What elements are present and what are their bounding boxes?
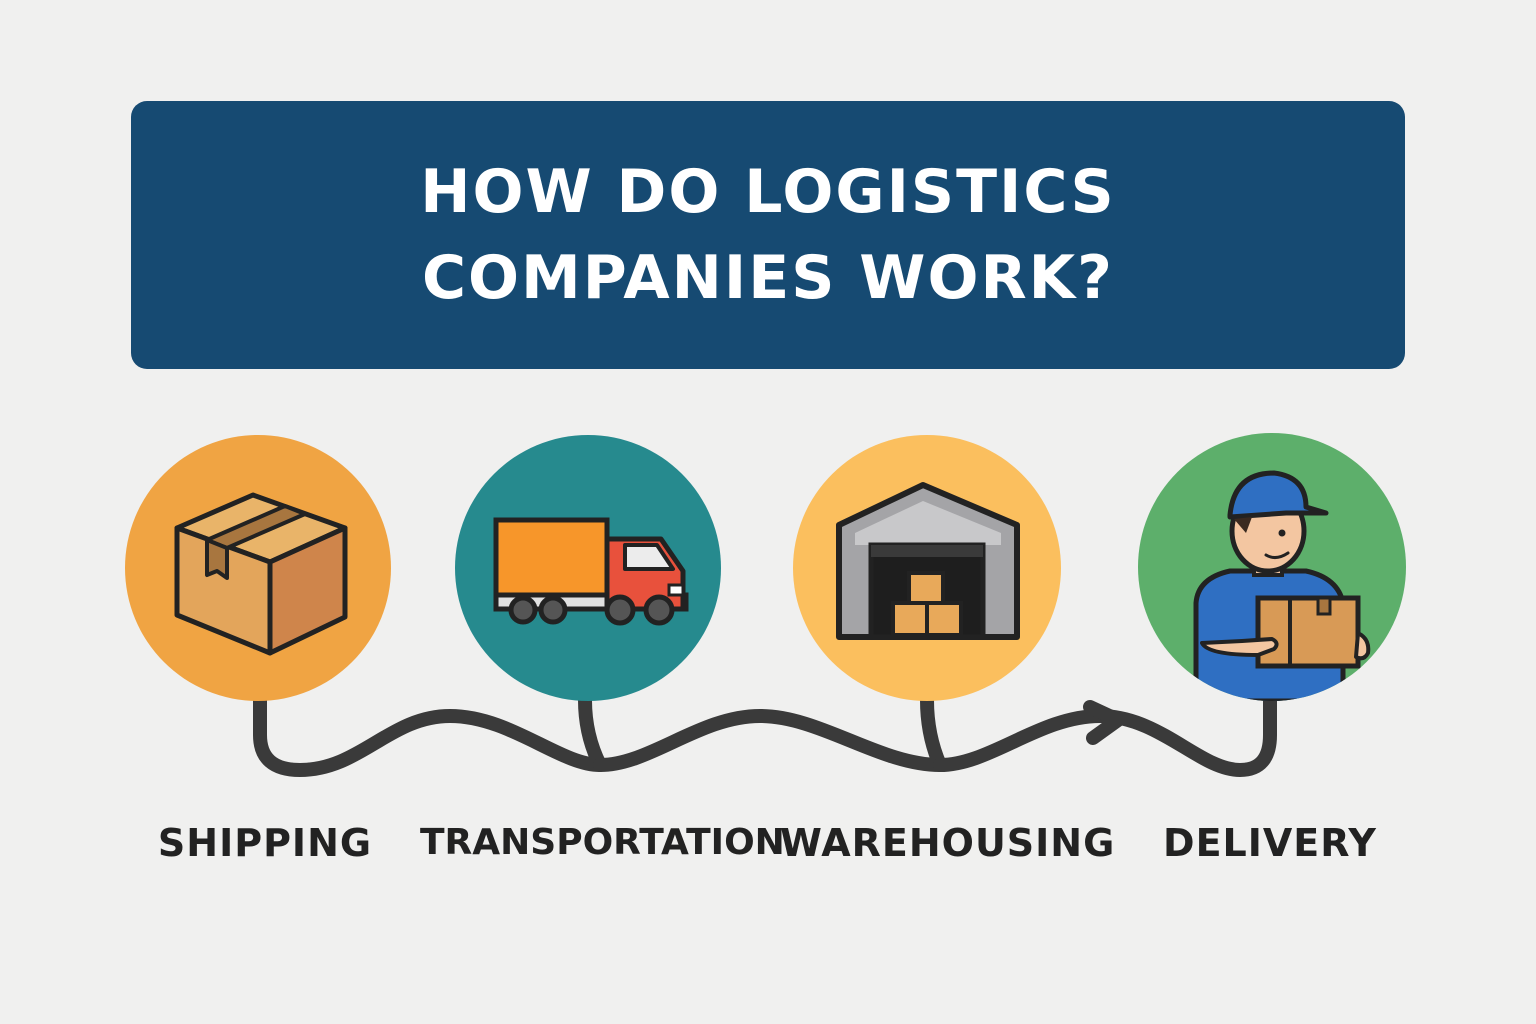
shipping-circle [125,435,391,701]
arrow-head-icon [1083,700,1125,745]
title-banner: HOW DO LOGISTICS COMPANIES WORK? [131,101,1405,369]
cardboard-box-icon [174,492,348,656]
delivery-truck-icon [493,517,689,626]
step-label-transportation: TRANSPORTATION [420,822,785,863]
warehouse-icon [836,482,1020,640]
title-line-1: HOW DO LOGISTICS [420,157,1116,227]
title-line-2: COMPANIES WORK? [422,243,1114,313]
step-label-delivery: DELIVERY [1163,821,1377,865]
step-label-shipping: SHIPPING [157,821,373,865]
wavy-connector-line-3 [933,693,1277,777]
step-label-warehousing: WAREHOUSING [780,821,1116,865]
delivery-person-icon [1193,470,1371,701]
warehousing-circle [793,435,1061,701]
transportation-circle [455,435,721,701]
wavy-connector-line [253,693,607,777]
wavy-connector-line-2 [593,693,947,772]
delivery-circle [1138,433,1406,701]
